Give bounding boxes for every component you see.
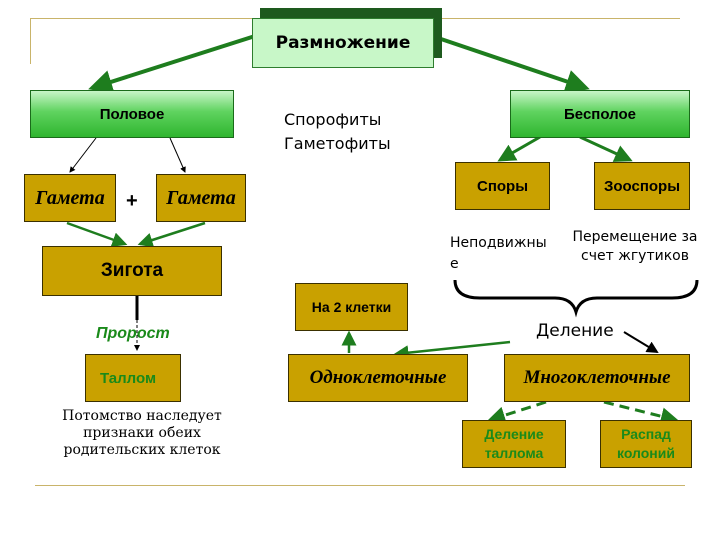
zoospores-box: Зооспоры [594,162,690,210]
multicellular-label: Многоклеточные [523,367,671,388]
zygote-box: Зигота [42,246,222,296]
title-text: Размножение [275,33,411,53]
offspring-text: Потомство наследует признаки обеих родит… [62,408,222,458]
sexual-box: Половое [30,90,234,138]
colony-breakup-label: Распад колоний [617,426,675,461]
gamete-right-label: Гамета [166,186,236,209]
spores-box: Споры [455,162,550,210]
gamete-left-label: Гамета [35,186,105,209]
thallus-label: Таллом [100,369,157,387]
gamete-right-box: Гамета [156,174,246,222]
sporophytes-text: Спорофиты [284,110,382,129]
title-box-face: Размножение [252,18,434,68]
colony-breakup-box: Распад колоний [600,420,692,468]
prothallus-label: Пророст [96,325,170,342]
top-rule-tick [30,18,31,64]
sexual-label: Половое [99,105,165,123]
immobile-text: Неподвижные [450,235,547,272]
two-cells-box: На 2 клетки [295,283,408,331]
bottom-rule [35,485,685,486]
curly-brace [453,279,699,318]
title-box: Размножение [252,8,442,68]
two-cells-label: На 2 клетки [311,299,392,315]
multicellular-box: Многоклеточные [504,354,690,402]
division-text: Деление [536,321,614,341]
unicellular-box: Одноклеточные [288,354,468,402]
gamete-left-box: Гамета [24,174,116,222]
asexual-label: Бесполое [564,105,636,123]
thallus-division-label: Деление таллома [484,426,544,461]
spores-label: Споры [476,177,529,195]
gametophytes-text: Гаметофиты [284,134,391,153]
plus-sign: + [126,190,138,212]
thallus-division-box: Деление таллома [462,420,566,468]
unicellular-label: Одноклеточные [309,367,447,388]
thallus-box: Таллом [85,354,181,402]
zoospores-label: Зооспоры [603,177,681,195]
asexual-box: Бесполое [510,90,690,138]
zygote-label: Зигота [100,260,164,281]
flagella-text: Перемещение за счет жгутиков [572,229,698,264]
